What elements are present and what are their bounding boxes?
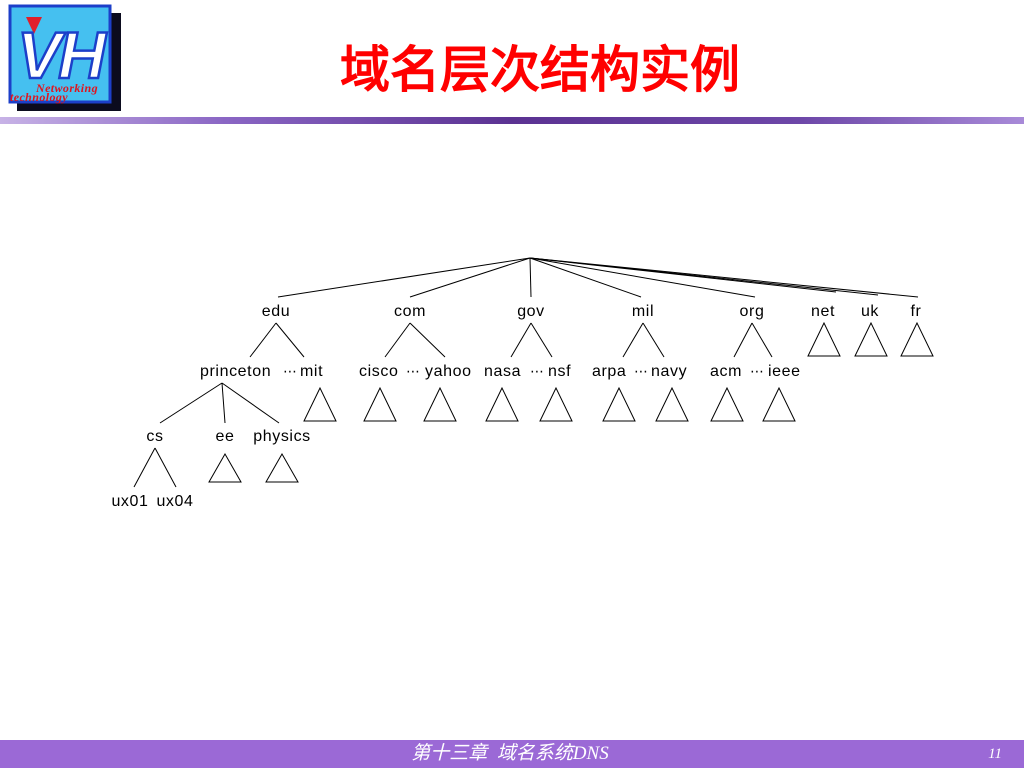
edge-root-edu <box>277 257 531 298</box>
edge-edu-mit <box>275 322 305 358</box>
logo-tile <box>8 4 112 104</box>
slide-title: 域名层次结构实例 <box>340 41 740 99</box>
subtree-triangle-navy <box>655 386 689 422</box>
third-level-edges-and-subtrees <box>133 447 299 488</box>
subtree-triangle-nasa <box>485 386 519 422</box>
node-net: net <box>811 303 835 320</box>
subtree-triangle-physics <box>265 452 299 483</box>
subtree-triangle-ieee <box>762 386 796 422</box>
footer-chapter-title: 第十三章 域名系统DNS <box>411 743 609 764</box>
ellipsis-com: ⋯ <box>406 364 420 380</box>
node-mil: mil <box>632 303 654 320</box>
top-level-subtrees <box>807 321 934 357</box>
edge-org-ieee <box>751 322 773 358</box>
edge-root-mil <box>529 257 642 298</box>
node-ieee: ieee <box>768 363 801 380</box>
edge-org-acm <box>733 322 753 358</box>
node-cs: cs <box>146 428 163 445</box>
edge-princeton-physics <box>221 382 280 424</box>
logo-caption-line-1: Networking <box>35 81 98 95</box>
node-acm: acm <box>710 363 742 380</box>
node-arpa: arpa <box>592 363 626 380</box>
node-ee: ee <box>216 428 235 445</box>
edge-root-com <box>409 257 531 298</box>
edge-com-yahoo <box>409 322 446 358</box>
third-level-domains: cs ee physics <box>146 428 310 445</box>
subtree-triangle-mit <box>303 386 337 422</box>
node-ux01: ux01 <box>111 493 148 510</box>
edge-root-gov <box>529 257 532 298</box>
edge-com-cisco <box>384 322 411 358</box>
top-level-domains: edu com gov mil org net uk fr <box>262 303 922 320</box>
node-uk: uk <box>861 303 879 320</box>
node-edu: edu <box>262 303 291 320</box>
edge-root-org <box>529 257 756 298</box>
ellipsis-mil: ⋯ <box>634 364 648 380</box>
node-cisco: cisco <box>359 363 398 380</box>
node-com: com <box>394 303 426 320</box>
node-gov: gov <box>517 303 545 320</box>
subtree-triangle-arpa <box>602 386 636 422</box>
edge-princeton-ee <box>221 382 226 424</box>
node-physics: physics <box>253 428 311 445</box>
second-level-edges <box>249 322 773 358</box>
edge-princeton-cs <box>159 382 223 424</box>
edge-cs-ux01 <box>133 447 156 488</box>
node-nasa: nasa <box>484 363 521 380</box>
node-navy: navy <box>651 363 687 380</box>
logo-letters: VH <box>17 18 107 92</box>
subtree-triangle-ee <box>208 452 242 483</box>
subtree-triangle-acm <box>710 386 744 422</box>
subtree-triangle-fr <box>900 321 934 357</box>
header-rule <box>0 117 1024 124</box>
subtree-triangle-nsf <box>539 386 573 422</box>
page-number: 11 <box>988 746 1002 762</box>
node-org: org <box>740 303 765 320</box>
edge-cs-ux04 <box>154 447 177 488</box>
princeton-edges <box>159 382 280 424</box>
edge-mil-navy <box>642 322 665 358</box>
footer-bar: 第十三章 域名系统DNS 11 <box>0 740 1024 768</box>
ellipsis-gov: ⋯ <box>530 364 544 380</box>
edge-edu-princeton <box>249 322 277 358</box>
host-nodes: ux01 ux04 <box>111 493 193 510</box>
ellipsis-org: ⋯ <box>750 364 764 380</box>
edge-gov-nasa <box>510 322 532 358</box>
subtree-triangle-net <box>807 321 841 357</box>
domain-tree-diagram: edu com gov mil org net uk fr <box>111 257 934 510</box>
node-fr: fr <box>911 303 922 320</box>
ellipsis-edu: ⋯ <box>283 364 297 380</box>
second-level-domains: princeton ⋯ mit cisco ⋯ yahoo nasa ⋯ nsf… <box>200 363 801 380</box>
node-mit: mit <box>300 363 323 380</box>
subtree-triangle-uk <box>854 321 888 357</box>
node-princeton: princeton <box>200 363 271 380</box>
edge-root-fr <box>529 257 919 298</box>
subtree-triangle-yahoo <box>423 386 457 422</box>
edge-mil-arpa <box>622 322 644 358</box>
node-nsf: nsf <box>548 363 571 380</box>
logo-red-triangle <box>26 17 42 34</box>
logo: VH Networking technology <box>8 4 121 111</box>
node-yahoo: yahoo <box>425 363 472 380</box>
logo-caption-line-2: technology <box>10 90 68 104</box>
root-edges <box>277 257 919 298</box>
node-ux04: ux04 <box>156 493 193 510</box>
subtree-triangle-cisco <box>363 386 397 422</box>
second-level-subtrees <box>303 386 796 422</box>
edge-gov-nsf <box>530 322 553 358</box>
